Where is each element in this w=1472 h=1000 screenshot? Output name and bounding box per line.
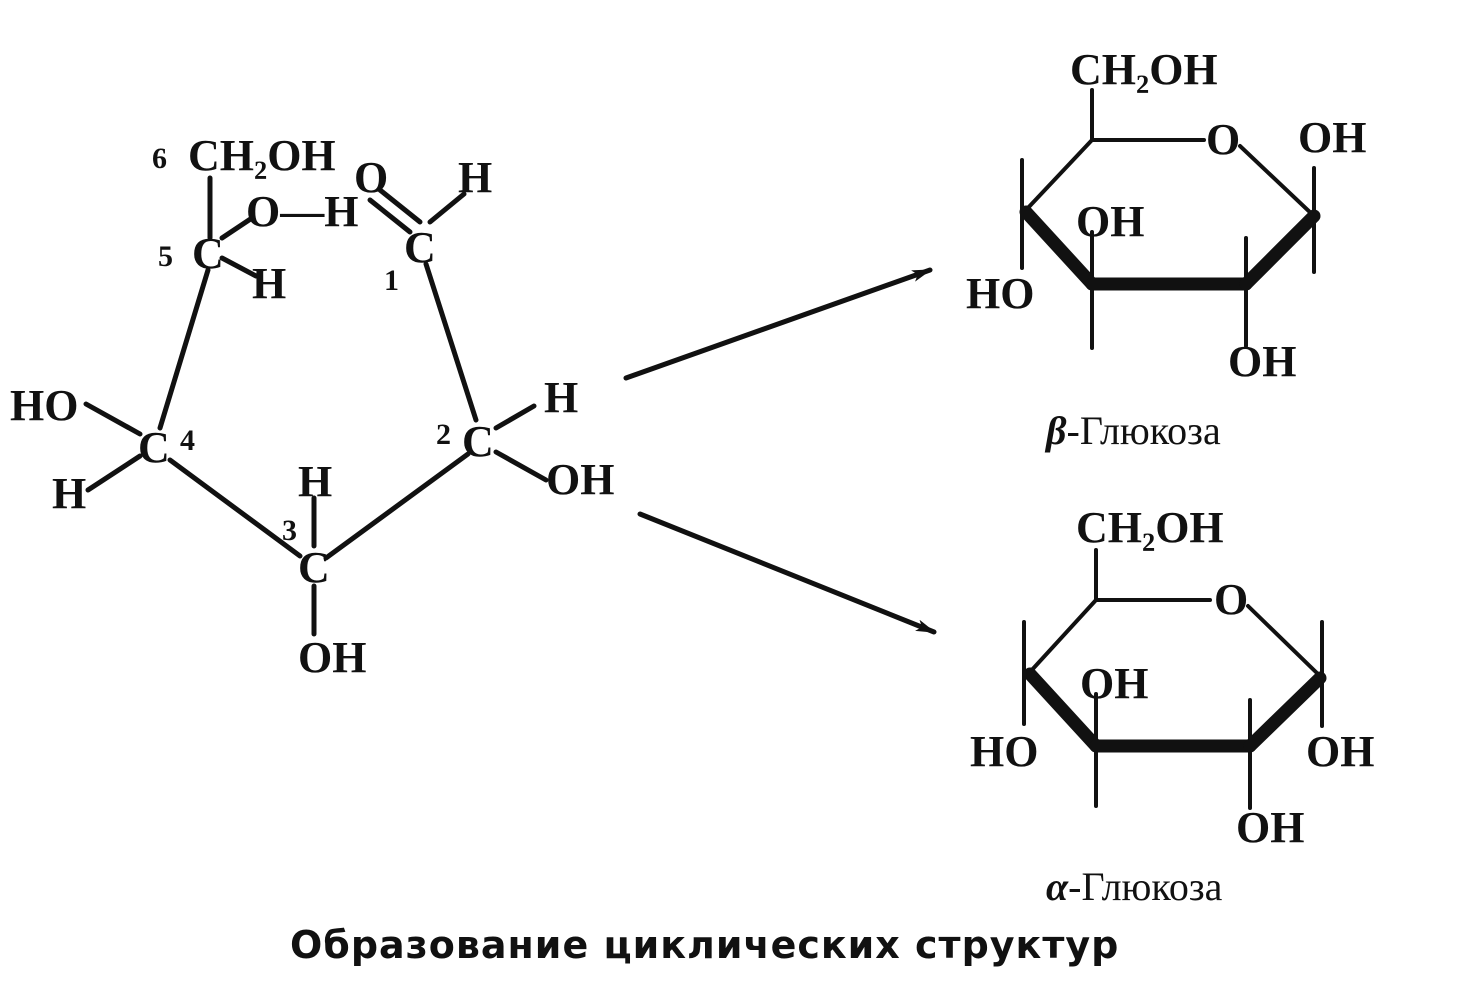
- c1-carbon-label: C: [404, 223, 436, 272]
- c3-oh-label: OH: [298, 633, 366, 682]
- beta-oh-c1-label: OH: [1298, 113, 1366, 162]
- bond-c4-c3: [167, 457, 303, 559]
- bond-c5-c4: [157, 267, 211, 431]
- bond-c5-oh: [219, 215, 255, 241]
- c4-number: 4: [180, 424, 195, 457]
- alpha-caption-text: -Глюкоза: [1068, 864, 1222, 909]
- alpha-ring-c5-c4: [1028, 598, 1098, 674]
- alpha-ch2oh-label: CH₂OH: [1076, 503, 1224, 552]
- c3-h-label: H: [298, 457, 332, 506]
- bond-c4-ho: [83, 401, 143, 437]
- beta-oh-c3-label: OH: [1076, 197, 1144, 246]
- beta-ring-c2-c1: [1239, 209, 1321, 291]
- alpha-ring-c4-c3: [1023, 667, 1103, 753]
- bond-c2-h: [493, 403, 537, 431]
- alpha-ring-o-label: O: [1214, 575, 1248, 624]
- beta-glucose-ring: CH₂OH O OH OH HO OH β-Глюкоза: [966, 45, 1366, 453]
- c2-oh-label: OH: [546, 455, 614, 504]
- c4-h-label: H: [52, 469, 86, 518]
- bond-c1-c2: [423, 261, 479, 423]
- c4-carbon-label: C: [138, 423, 170, 472]
- alpha-oh-c3-label: OH: [1080, 659, 1148, 708]
- c3-carbon-label: C: [298, 543, 330, 592]
- arrow-to-alpha: [637, 511, 937, 635]
- c5-number: 5: [158, 240, 173, 273]
- beta-caption-text: -Глюкоза: [1067, 408, 1221, 453]
- bond-c4-h: [85, 453, 143, 493]
- bond-c1-o-b: [377, 187, 423, 225]
- arrow-to-beta: [623, 267, 933, 381]
- c1-h-label: H: [458, 153, 492, 202]
- bond-c5-h: [219, 255, 259, 279]
- alpha-symbol: α: [1046, 864, 1069, 909]
- c1-o-label: O: [354, 153, 388, 202]
- c6-number: 6: [152, 142, 167, 175]
- alpha-caption: α-Глюкоза: [1046, 864, 1223, 909]
- beta-ring-c5-c4: [1024, 138, 1094, 212]
- beta-oh-c2-label: OH: [1228, 337, 1296, 386]
- bond-c2-oh: [493, 449, 549, 483]
- c6-group-label: CH₂OH: [188, 131, 336, 180]
- beta-ring-o-label: O: [1206, 115, 1240, 164]
- c2-h-label: H: [544, 373, 578, 422]
- c2-number: 2: [436, 418, 451, 451]
- alpha-ring-c2-c1: [1243, 671, 1327, 753]
- c3-number: 3: [282, 514, 297, 547]
- c1-number: 1: [384, 264, 399, 297]
- c5-oh-label: O—H: [246, 187, 358, 236]
- beta-symbol: β: [1044, 408, 1067, 453]
- c4-ho-label: HO: [10, 381, 78, 430]
- open-chain-glucose: 6 CH₂OH O—H 5 C H O H C 1 H 2 C OH H 3 C…: [10, 131, 614, 682]
- alpha-oh-c2-label: OH: [1236, 803, 1304, 852]
- alpha-glucose-ring: CH₂OH O OH HO OH OH α-Глюкоза: [970, 503, 1374, 909]
- alpha-ho-c4-label: HO: [970, 727, 1038, 776]
- bond-c1-h: [427, 191, 467, 225]
- c2-carbon-label: C: [462, 417, 494, 466]
- beta-ring-o-c1: [1238, 144, 1316, 218]
- c5-h-label: H: [252, 259, 286, 308]
- bond-c1-o-a: [367, 197, 413, 235]
- beta-ring-c4-c3: [1019, 205, 1099, 291]
- beta-ch2oh-label: CH₂OH: [1070, 45, 1218, 94]
- c5-carbon-label: C: [192, 229, 224, 278]
- beta-caption: β-Глюкоза: [1044, 408, 1221, 453]
- bond-c2-c3: [323, 451, 471, 561]
- alpha-oh-c1-label: OH: [1306, 727, 1374, 776]
- beta-ho-c4-label: HO: [966, 269, 1034, 318]
- alpha-ring-o-c1: [1246, 604, 1322, 678]
- diagram-title: Образование циклических структур: [290, 923, 1119, 967]
